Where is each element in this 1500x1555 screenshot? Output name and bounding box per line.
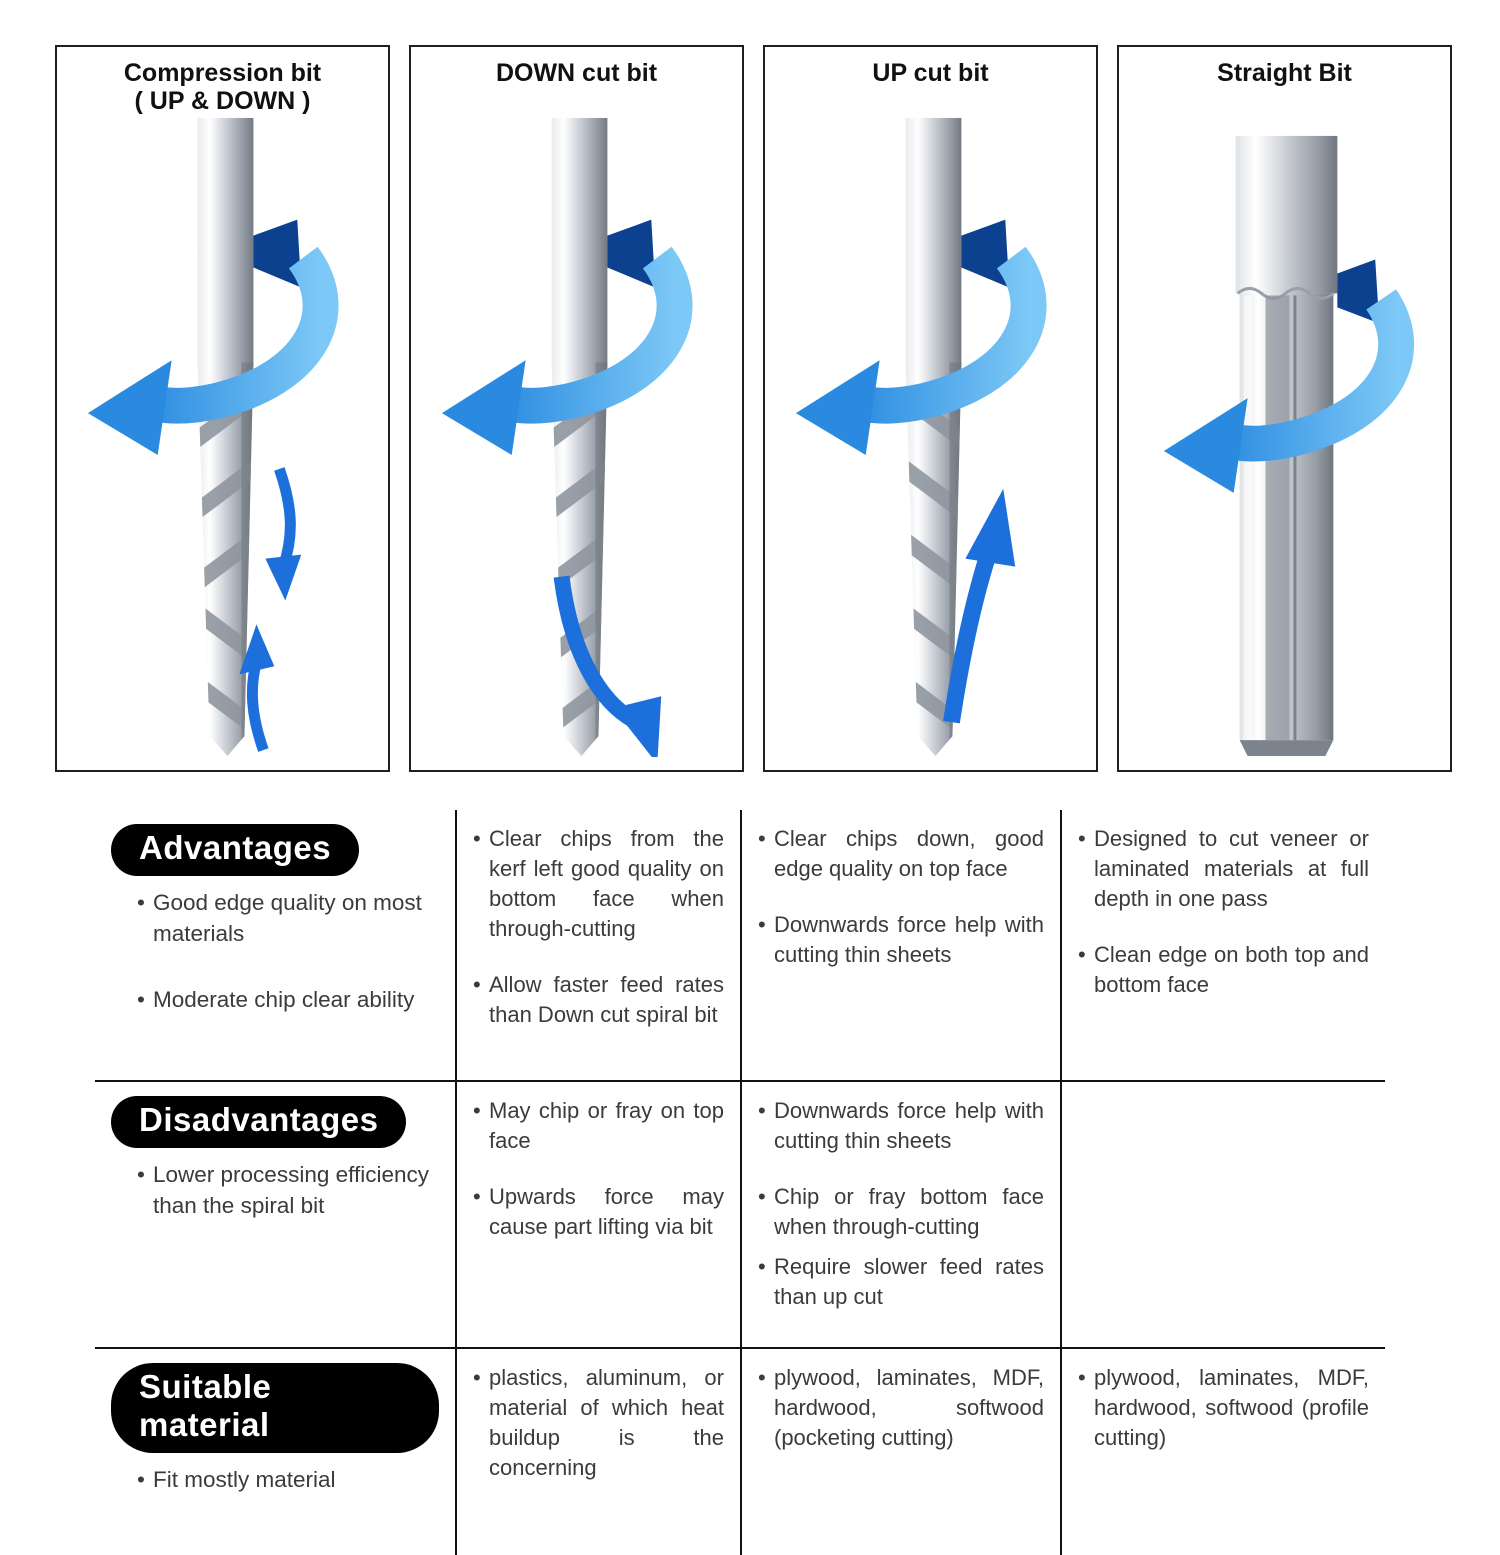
- list-item: Require slower feed rates than up cut: [752, 1252, 1044, 1312]
- down-flow-arrow-icon: [553, 575, 662, 757]
- cell-materials-compression: Suitable material Fit mostly material: [95, 1349, 455, 1555]
- disadvantages-label-pill: Disadvantages: [111, 1096, 407, 1148]
- bit-header: Compression bit ( UP & DOWN ): [57, 47, 388, 117]
- row-materials: Suitable material Fit mostly material pl…: [95, 1347, 1385, 1555]
- bit-header: DOWN cut bit: [411, 47, 742, 117]
- drill-bit-flutes: [197, 362, 254, 757]
- up-flow-arrow-icon: [943, 488, 1016, 724]
- list-item: Clean edge on both top and bottom face: [1072, 940, 1369, 1000]
- down-cut-bit-image: [441, 117, 693, 757]
- list-item: Designed to cut veneer or laminated mate…: [1072, 824, 1369, 914]
- list-item: Downwards force help with cutting thin s…: [752, 910, 1044, 970]
- drill-bit-flutes: [905, 362, 962, 757]
- bit-title: DOWN cut bit: [495, 59, 658, 87]
- drill-bit-flutes: [551, 362, 608, 757]
- cell-materials-up-cut: plywood, laminates, MDF, hardwood, softw…: [740, 1349, 1060, 1555]
- bit-title: Compression bit: [123, 59, 322, 87]
- bit-box-down-cut: DOWN cut bit: [409, 45, 744, 772]
- rotation-arrow-icon: [441, 246, 693, 455]
- up-flow-arrow-icon: [239, 624, 275, 752]
- straight-bit-image: [1163, 135, 1414, 757]
- bit-box-compression: Compression bit ( UP & DOWN ): [55, 45, 390, 772]
- list-item: May chip or fray on top face: [467, 1096, 724, 1156]
- drill-bit-shank: [905, 117, 962, 368]
- rotation-arrow-tail: [607, 219, 656, 288]
- up-cut-bit-image: [795, 117, 1047, 757]
- list-item: Clear chips down, good edge quality on t…: [752, 824, 1044, 884]
- row-disadvantages: Disadvantages Lower processing efficienc…: [95, 1080, 1385, 1348]
- cell-materials-straight: plywood, laminates, MDF, hardwood, softw…: [1060, 1349, 1385, 1555]
- bit-gallery: Compression bit ( UP & DOWN ): [0, 0, 1500, 772]
- page: { "sections": { "advantages": "Advantage…: [0, 0, 1500, 1500]
- cell-advantages-straight: Designed to cut veneer or laminated mate…: [1060, 810, 1385, 1080]
- compression-bit-image: [87, 117, 339, 757]
- list-item: plastics, aluminum, or material of which…: [467, 1363, 724, 1483]
- rotation-arrow-tail: [1337, 259, 1380, 324]
- rotation-arrow-icon: [1163, 289, 1414, 493]
- bit-header: Straight Bit: [1119, 47, 1450, 117]
- cell-disadvantages-straight: [1060, 1082, 1385, 1348]
- bit-box-straight: Straight Bit: [1117, 45, 1452, 772]
- down-flow-arrow-icon: [265, 467, 302, 601]
- materials-label-pill: Suitable material: [111, 1363, 439, 1454]
- list-item: Lower processing efficiency than the spi…: [131, 1160, 439, 1221]
- cell-materials-down-cut: plastics, aluminum, or material of which…: [455, 1349, 740, 1555]
- drill-bit-shank: [197, 117, 254, 368]
- cell-disadvantages-compression: Disadvantages Lower processing efficienc…: [95, 1082, 455, 1347]
- rotation-arrow-icon: [87, 246, 339, 455]
- comparison-table: Advantages Good edge quality on most mat…: [95, 810, 1385, 1555]
- cell-advantages-compression: Advantages Good edge quality on most mat…: [95, 810, 455, 1080]
- bit-header: UP cut bit: [765, 47, 1096, 117]
- row-advantages: Advantages Good edge quality on most mat…: [95, 810, 1385, 1080]
- drill-bit-shank: [551, 117, 608, 368]
- list-item: Downwards force help with cutting thin s…: [752, 1096, 1044, 1156]
- list-item: Clear chips from the kerf left good qual…: [467, 824, 724, 944]
- list-item: Upwards force may cause part lifting via…: [467, 1182, 724, 1242]
- advantages-label-pill: Advantages: [111, 824, 360, 876]
- rotation-arrow-tail: [961, 219, 1010, 288]
- cell-disadvantages-up-cut: Downwards force help with cutting thin s…: [740, 1082, 1060, 1348]
- cell-disadvantages-down-cut: May chip or fray on top face Upwards for…: [455, 1082, 740, 1348]
- bit-title: Straight Bit: [1217, 59, 1352, 87]
- list-item: Allow faster feed rates than Down cut sp…: [467, 970, 724, 1030]
- list-item: plywood, laminates, MDF, hardwood, softw…: [752, 1363, 1044, 1453]
- list-item: Fit mostly material: [131, 1465, 439, 1496]
- list-item: Good edge quality on most materials: [131, 888, 439, 949]
- rotation-arrow-icon: [795, 246, 1047, 455]
- bit-box-up-cut: UP cut bit: [763, 45, 1098, 772]
- bit-title: UP cut bit: [872, 59, 989, 87]
- list-item: plywood, laminates, MDF, hardwood, softw…: [1072, 1363, 1369, 1453]
- bit-subtitle: ( UP & DOWN ): [134, 87, 311, 115]
- cell-advantages-down-cut: Clear chips from the kerf left good qual…: [455, 810, 740, 1080]
- rotation-arrow-tail: [253, 219, 302, 288]
- list-item: Chip or fray bottom face when through-cu…: [752, 1182, 1044, 1242]
- drill-bit-body: [1236, 286, 1335, 757]
- cell-advantages-up-cut: Clear chips down, good edge quality on t…: [740, 810, 1060, 1080]
- list-item: Moderate chip clear ability: [131, 985, 439, 1016]
- drill-bit-shank: [1235, 135, 1338, 294]
